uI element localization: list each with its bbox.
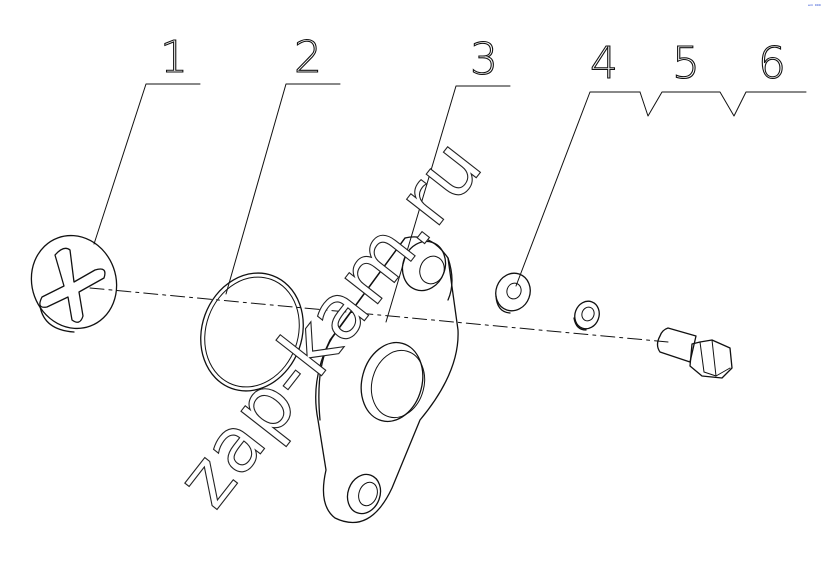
part-3-flange — [315, 236, 459, 524]
leader-3 — [385, 85, 511, 323]
leader-lines — [93, 83, 807, 323]
center-axis-line — [89, 287, 669, 343]
callout-1: 1 — [160, 32, 188, 83]
corner-logo: ᵉᵐ ⁰⁰⁰ — [808, 4, 821, 10]
part-1-plug — [30, 234, 118, 333]
callout-4: 4 — [590, 38, 618, 89]
callout-6: 6 — [758, 38, 786, 89]
leader-5-6 — [639, 91, 807, 117]
callout-5: 5 — [672, 38, 700, 89]
leader-4 — [515, 91, 641, 287]
callout-2: 2 — [294, 32, 322, 83]
part-4-washer — [495, 272, 531, 314]
part-5-spring-washer — [573, 300, 600, 331]
leader-2 — [225, 83, 341, 295]
watermark: zap-kam.ru — [159, 122, 499, 523]
part-2-o-ring — [200, 272, 304, 392]
leader-1 — [93, 83, 201, 245]
callout-3: 3 — [470, 34, 498, 85]
part-6-hex-bolt — [656, 327, 733, 379]
